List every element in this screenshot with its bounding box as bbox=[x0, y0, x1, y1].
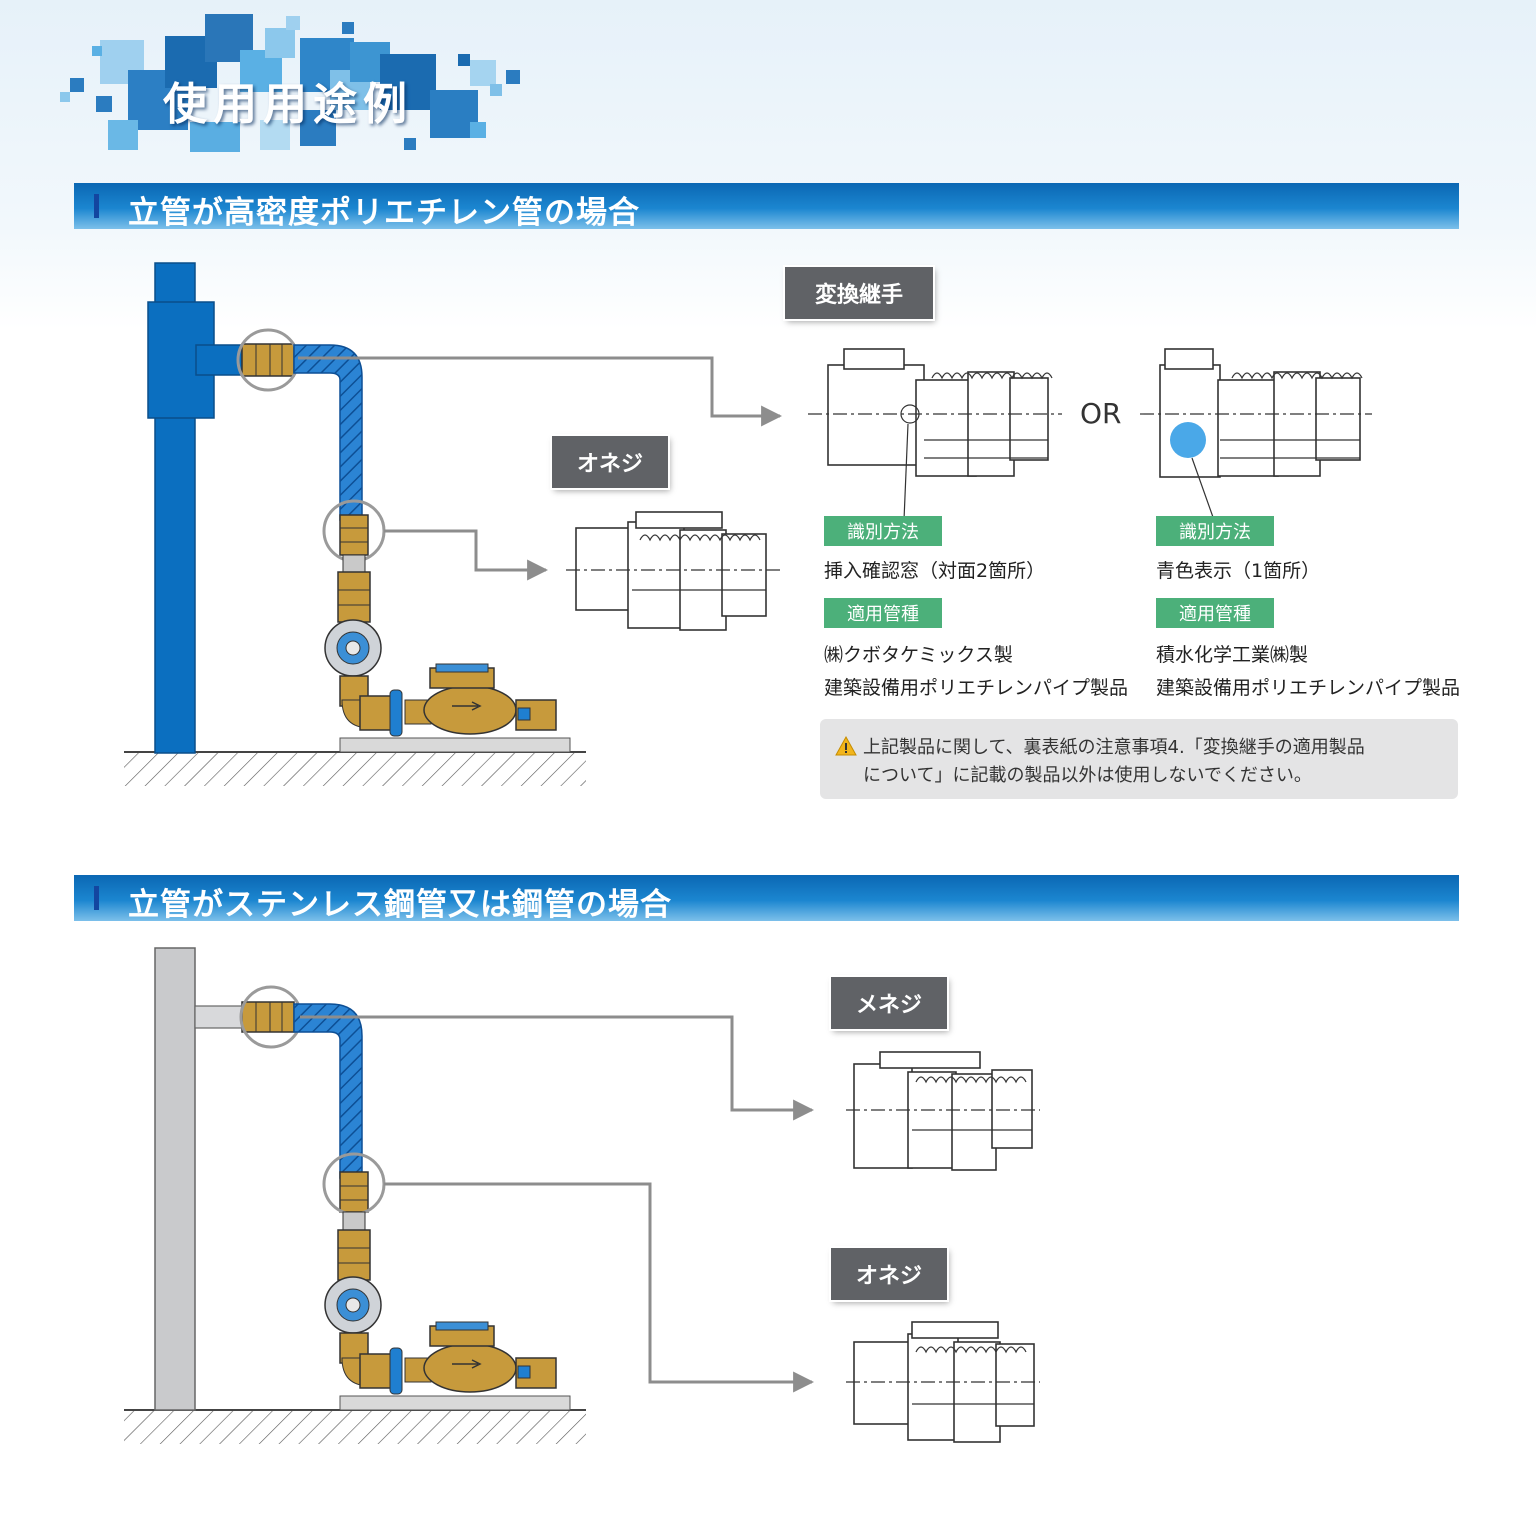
section-title-hdpe: 立管が高密度ポリエチレン管の場合 bbox=[128, 195, 640, 231]
pipe-maker-left: ㈱クボタケミックス製 bbox=[824, 644, 1013, 666]
tag-converter-fitting: 変換継手 bbox=[785, 267, 933, 319]
pipe-type-label-left: 適用管種 bbox=[824, 598, 942, 628]
header-tick bbox=[94, 194, 99, 218]
caution-note: 上記製品に関して、裏表紙の注意事項4.「変換継手の適用製品 について」に記載の製… bbox=[820, 719, 1458, 799]
pipe-type-label-right: 適用管種 bbox=[1156, 598, 1274, 628]
pipe-product-left: 建築設備用ポリエチレンパイプ製品 bbox=[824, 677, 1129, 699]
id-method-text-right: 青色表示（1箇所） bbox=[1156, 560, 1321, 582]
page-title: 使用用途例 bbox=[163, 79, 413, 130]
or-label: OR bbox=[1080, 397, 1122, 430]
header-tick bbox=[94, 886, 99, 910]
id-method-text-left: 挿入確認窓（対面2箇所） bbox=[824, 560, 1046, 582]
section-header-hdpe: 立管が高密度ポリエチレン管の場合 bbox=[74, 183, 1459, 231]
tag-male-thread-2: オネジ bbox=[831, 1248, 947, 1300]
section-title-steel: 立管がステンレス鋼管又は鋼管の場合 bbox=[128, 887, 672, 923]
tag-female-thread: メネジ bbox=[831, 977, 947, 1029]
warning-icon bbox=[835, 735, 857, 756]
pipe-product-right: 建築設備用ポリエチレンパイプ製品 bbox=[1156, 677, 1461, 699]
tag-male-thread: オネジ bbox=[552, 436, 668, 488]
id-method-label-right: 識別方法 bbox=[1156, 516, 1274, 546]
caution-line-2: について」に記載の製品以外は使用しないでください。 bbox=[863, 765, 1312, 786]
caution-line-1: 上記製品に関して、裏表紙の注意事項4.「変換継手の適用製品 bbox=[863, 737, 1365, 758]
pipe-maker-right: 積水化学工業㈱製 bbox=[1156, 644, 1309, 666]
section-header-steel: 立管がステンレス鋼管又は鋼管の場合 bbox=[74, 875, 1459, 923]
id-method-label-left: 識別方法 bbox=[824, 516, 942, 546]
